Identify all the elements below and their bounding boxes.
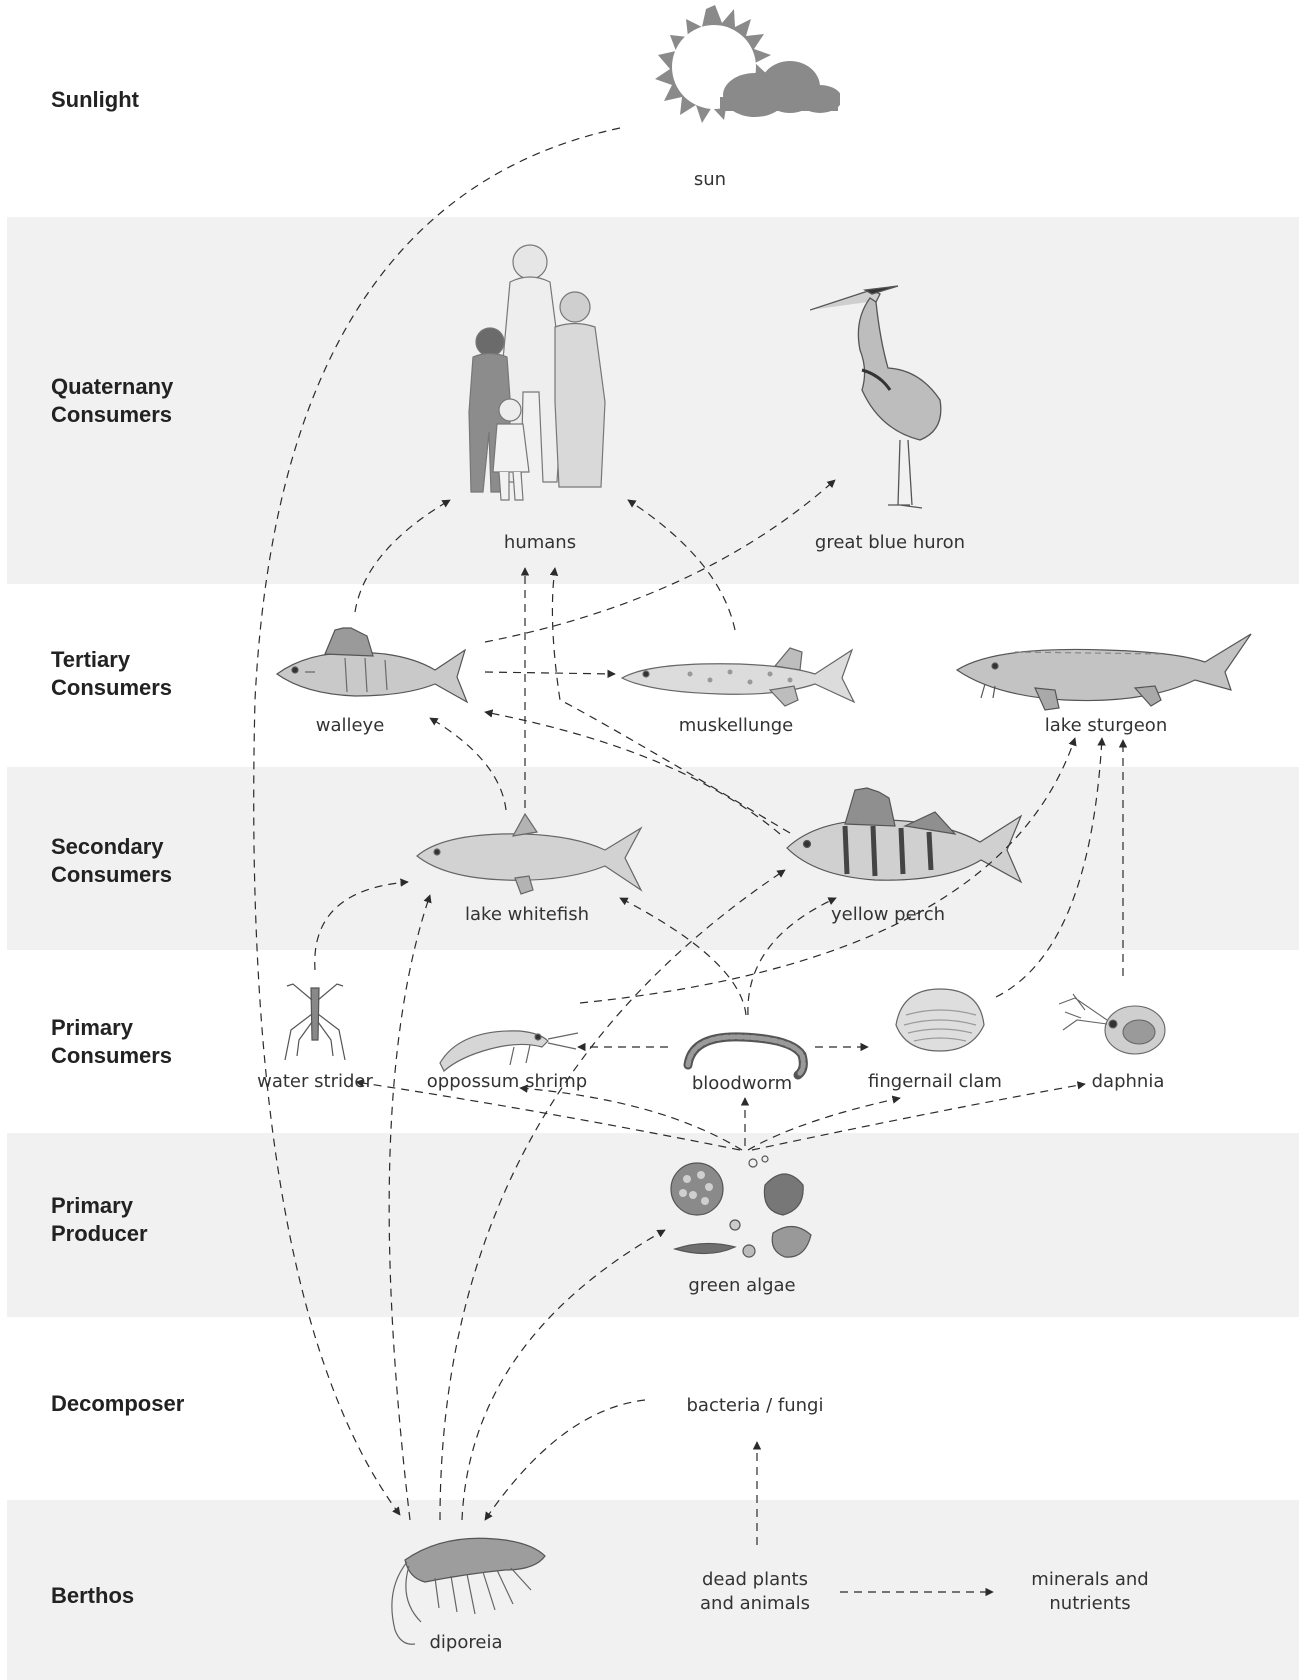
humans-figure	[455, 232, 635, 532]
label-clam: fingernail clam	[860, 1070, 1010, 1094]
perch-figure	[785, 786, 1025, 896]
label-daphnia: daphnia	[1078, 1070, 1178, 1094]
clam-figure	[892, 985, 988, 1055]
sun-icon	[640, 5, 840, 155]
heron-figure	[810, 280, 960, 520]
level-sunlight: Sunlight	[51, 86, 139, 114]
band-quaternary	[7, 217, 1299, 584]
level-primary-consumers: Primary Consumers	[51, 1014, 172, 1070]
label-minerals: minerals and nutrients	[1010, 1568, 1170, 1616]
muskellunge-figure	[620, 640, 860, 710]
walleye-figure	[275, 622, 475, 712]
band-secondary	[7, 767, 1299, 950]
level-tertiary: Tertiary Consumers	[51, 646, 172, 702]
shrimp-figure	[430, 1015, 580, 1075]
arrow-walleye-muskellunge	[485, 672, 615, 674]
label-sturgeon: lake sturgeon	[1036, 714, 1176, 738]
level-primary-producer: Primary Producer	[51, 1192, 148, 1248]
level-benthos: Berthos	[51, 1582, 134, 1610]
label-algae: green algae	[677, 1274, 807, 1298]
level-secondary: Secondary Consumers	[51, 833, 172, 889]
level-quaternary: Quaternany Consumers	[51, 373, 173, 429]
label-shrimp: oppossum shrimp	[422, 1070, 592, 1094]
strider-figure	[283, 980, 353, 1060]
label-strider: water strider	[250, 1070, 380, 1094]
band-primary-producer	[7, 1133, 1299, 1317]
label-whitefish: lake whitefish	[452, 903, 602, 927]
sturgeon-figure	[955, 628, 1255, 718]
whitefish-figure	[415, 808, 645, 898]
label-bacteria: bacteria / fungi	[675, 1394, 835, 1418]
daphnia-figure	[1055, 990, 1180, 1060]
label-heron: great blue huron	[800, 531, 980, 555]
label-bloodworm: bloodworm	[682, 1072, 802, 1096]
algae-figure	[665, 1155, 825, 1275]
label-muskellunge: muskellunge	[666, 714, 806, 738]
label-humans: humans	[490, 531, 590, 555]
label-walleye: walleye	[300, 714, 400, 738]
label-dead: dead plants and animals	[680, 1568, 830, 1616]
level-decomposer: Decomposer	[51, 1390, 184, 1418]
label-sun: sun	[680, 168, 740, 192]
label-perch: yellow perch	[818, 903, 958, 927]
label-diporeia: diporeia	[416, 1631, 516, 1655]
